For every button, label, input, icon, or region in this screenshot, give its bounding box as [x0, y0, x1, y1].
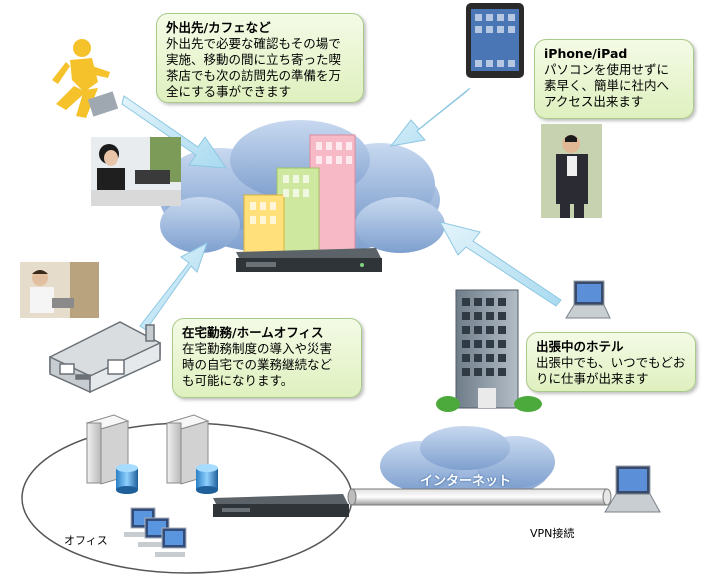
callout-hotel: 出張中のホテル 出張中でも、いつでもどお りに仕事が出来ます — [526, 332, 696, 392]
office-label: オフィス — [64, 534, 108, 547]
businessman-phone-photo — [541, 124, 602, 218]
database-icon — [116, 464, 218, 494]
briefcase-icon — [87, 91, 119, 117]
callout-body: 出張中でも、いつでもどお りに仕事が出来ます — [536, 355, 686, 386]
vpn-tunnel-icon — [347, 488, 612, 506]
callout-title: 外出先/カフェなど — [166, 20, 271, 35]
businesswoman-photo — [91, 137, 181, 206]
running-man-icon — [52, 39, 110, 118]
callout-title: iPhone/iPad — [544, 46, 628, 61]
arrow-icon — [121, 87, 562, 331]
callout-body: 在宅勤務制度の導入や災害 時の自宅での業務継続など も可能になります。 — [182, 341, 333, 388]
man-laptop-photo — [20, 262, 99, 318]
callout-iphone: iPhone/iPad パソコンを使用せずに 素早く、簡単に社内へ アクセス出来… — [534, 39, 694, 119]
vpn-label: VPN接続 — [530, 527, 575, 540]
router-icon — [236, 248, 382, 272]
callout-title: 出張中のホテル — [536, 339, 624, 354]
hotel-building-icon — [436, 289, 542, 412]
house-icon — [49, 321, 161, 394]
tablet-icon — [466, 3, 524, 78]
router-icon — [213, 494, 349, 517]
internet-label: インターネット — [420, 474, 512, 489]
callout-home: 在宅勤務/ホームオフィス 在宅勤務制度の導入や災害 時の自宅での業務継続など も… — [172, 318, 362, 398]
callout-title: 在宅勤務/ホームオフィス — [182, 325, 324, 340]
callout-body: 外出先で必要な確認もその場で 実施、移動の間に立ち寄った喫 茶店でも次の訪問先の… — [166, 36, 342, 99]
workstation-icon — [124, 507, 187, 557]
callout-body: パソコンを使用せずに 素早く、簡単に社内へ アクセス出来ます — [544, 62, 670, 109]
laptop-icon — [565, 280, 611, 319]
laptop-icon — [604, 465, 661, 513]
callout-remote: 外出先/カフェなど 外出先で必要な確認もその場で 実施、移動の間に立ち寄った喫 … — [156, 13, 364, 103]
internet-cloud-icon — [380, 426, 555, 500]
